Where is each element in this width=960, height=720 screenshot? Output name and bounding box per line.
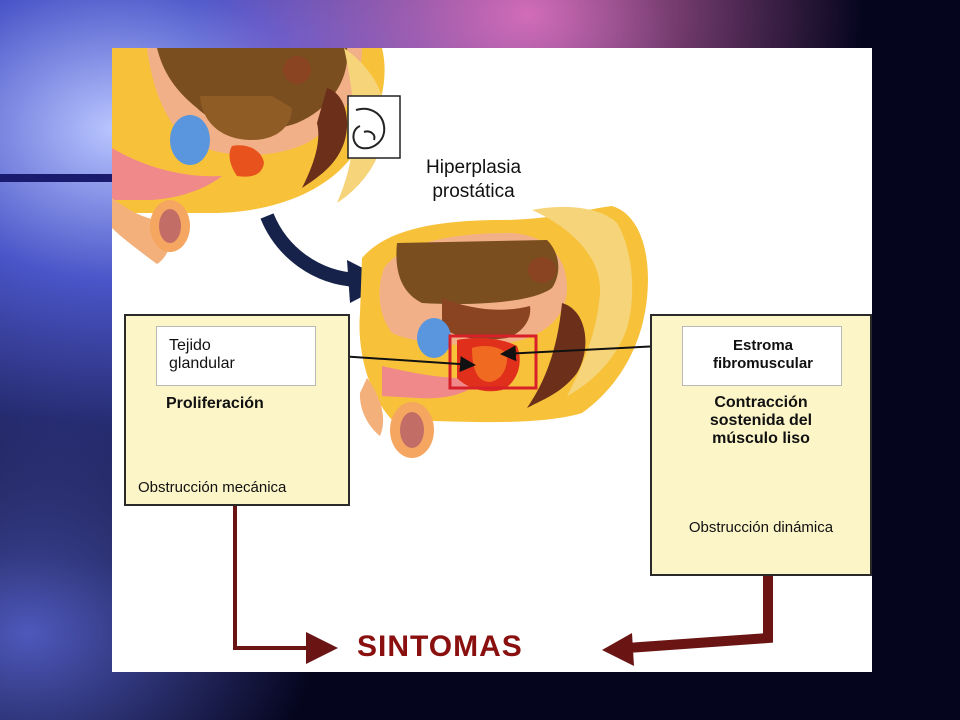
logo [347,95,401,159]
glandular-tag-text: Tejido glandular [169,337,235,372]
diagram-graphics [112,48,773,666]
anatomy-upper [112,48,386,264]
stroma-box: Estroma fibromuscular Contracción sosten… [650,314,872,576]
left-connector [233,506,338,664]
stroma-tag-text: Estroma fibromuscular [712,337,814,372]
diagram-title: Hiperplasia prostática [426,157,522,202]
mechanical-obstruction-label: Obstrucción mecánica [138,479,287,496]
glandular-box: Tejido glandular Proliferación Obstrucci… [124,314,350,506]
glandular-tag: Tejido glandular [156,326,316,386]
diagram-panel: Hiperplasia prostática Tejido glandular … [112,48,872,672]
anatomy-lower [359,206,648,458]
contraction-label: Contracción sostenida del músculo liso [709,394,813,447]
dynamic-obstruction-label: Obstrucción dinámica [688,519,834,536]
right-connector [602,576,773,666]
stroma-tag: Estroma fibromuscular [682,326,842,386]
outcome-symptoms: SINTOMAS [357,630,523,663]
proliferation-label: Proliferación [166,395,264,412]
slide-accent-line [0,174,112,182]
